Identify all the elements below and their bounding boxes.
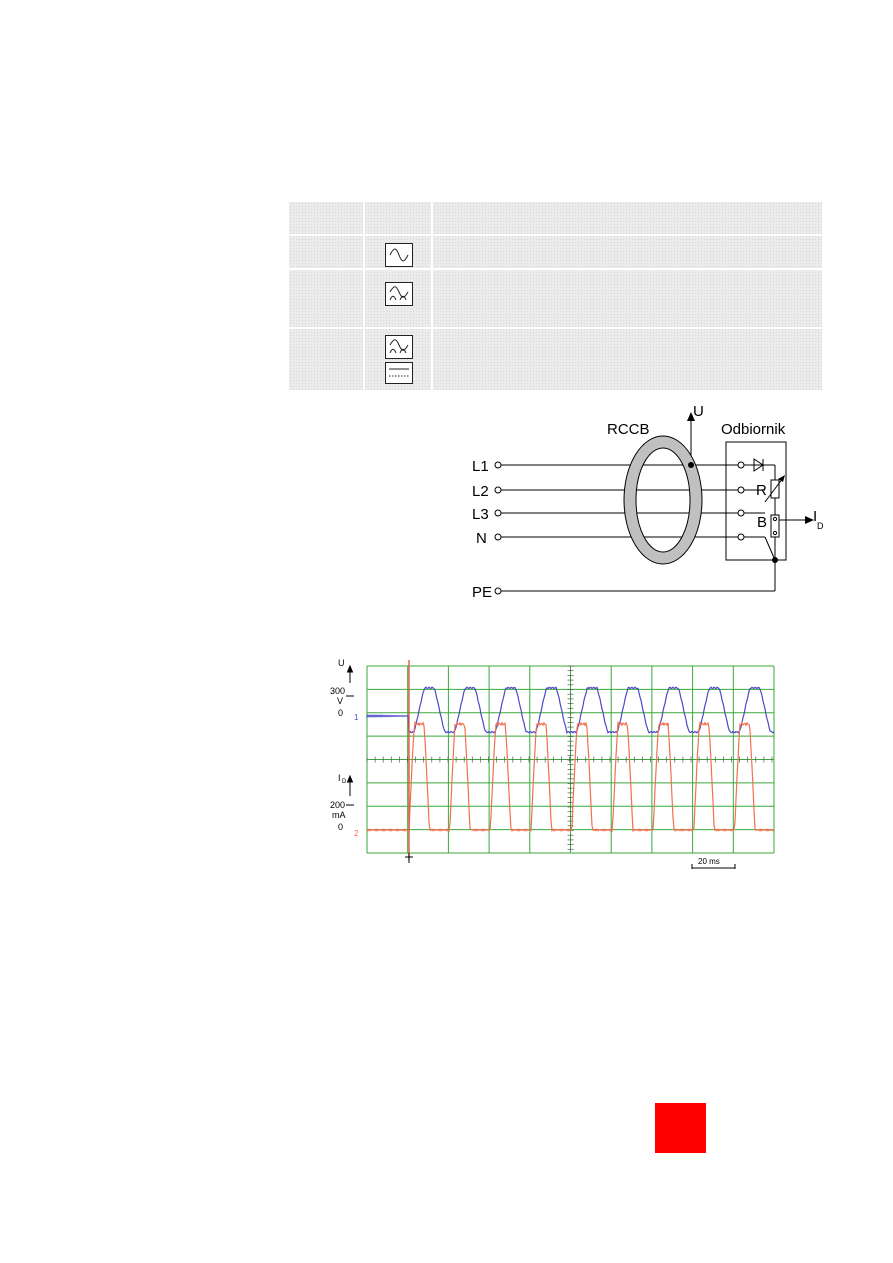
current-trace — [366, 720, 775, 833]
residual-current-label: I — [813, 508, 817, 525]
ch2-scale-unit: mA — [332, 810, 346, 820]
row-divider — [289, 268, 822, 270]
ch1-zero: 0 — [338, 708, 343, 718]
column-divider — [431, 202, 433, 390]
rccb-toroid — [624, 436, 702, 564]
line-label-n: N — [476, 530, 487, 547]
ch2-axis-subscript: D — [342, 779, 347, 785]
rccb-label: RCCB — [607, 421, 650, 438]
line-label-l2: L2 — [472, 483, 489, 500]
ch1-scale-unit: V — [337, 696, 343, 706]
waveform-type-table — [289, 202, 822, 390]
column-divider — [363, 202, 365, 390]
pulsating-dc-waveform-icon — [385, 282, 413, 306]
row-divider — [289, 327, 822, 329]
ch2-marker: 2 — [354, 829, 359, 838]
line-label-l3: L3 — [472, 506, 489, 523]
scope-grid — [366, 665, 775, 854]
residual-current-subscript: D — [817, 521, 824, 531]
ch2-scale-value: 200 — [330, 800, 345, 810]
meter-label: B — [757, 514, 767, 531]
ch1-marker: 1 — [354, 713, 359, 722]
rccb-test-circuit-diagram: L1 L2 L3 N PE RCCB U Odbiornik R B I D — [472, 403, 824, 601]
voltage-label: U — [693, 403, 704, 420]
oscilloscope-capture: U 300 V 0 1 I D 200 mA 0 2 20 ms — [330, 658, 775, 869]
load-label: Odbiornik — [721, 421, 786, 438]
pulsating-dc-waveform-icon — [385, 335, 413, 359]
table-background — [289, 202, 822, 390]
ac-waveform-icon — [385, 243, 413, 267]
row-divider — [289, 234, 822, 236]
diode-symbol — [753, 458, 764, 472]
smooth-dc-waveform-icon — [385, 362, 413, 384]
line-label-pe: PE — [472, 584, 492, 601]
line-label-l1: L1 — [472, 458, 489, 475]
ch1-scale-value: 300 — [330, 686, 345, 696]
timebase-label: 20 ms — [698, 857, 720, 866]
ch2-axis-label: I — [338, 773, 341, 783]
resistor-label: R — [756, 482, 767, 499]
ch2-zero: 0 — [338, 822, 343, 832]
voltage-trace — [366, 686, 775, 734]
page-corner-marker — [655, 1103, 706, 1153]
ch1-axis-label: U — [338, 658, 345, 668]
